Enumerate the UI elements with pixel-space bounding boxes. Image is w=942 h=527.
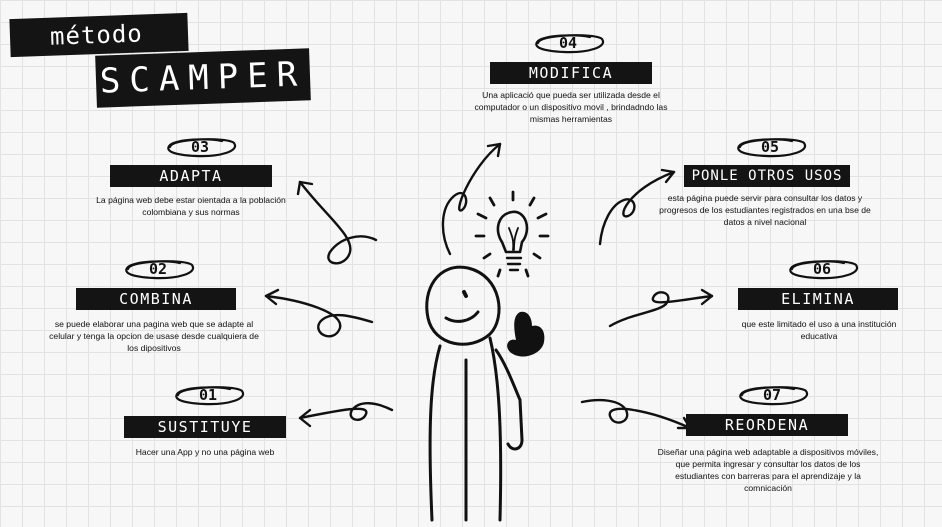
step-number-01: 01	[176, 386, 240, 404]
step-description-modifica: Una aplicació que pueda ser utilizada de…	[460, 89, 682, 125]
step-number-07: 07	[740, 386, 804, 404]
step-label-adapta: ADAPTA	[110, 165, 272, 187]
step-label-sustituye: SUSTITUYE	[124, 416, 286, 438]
step-label-combina: COMBINA	[76, 288, 236, 310]
step-description-elimina: que este limitado el uso a una instituci…	[726, 318, 912, 342]
step-description-combina: se puede elaborar una pagina web que se …	[44, 318, 264, 354]
step-description-reordena: Diseñar una página web adaptable a dispo…	[656, 446, 880, 494]
step-number-04: 04	[536, 34, 600, 52]
step-description-ponle-otros-usos: esta página puede servir para consultar …	[654, 192, 876, 228]
step-description-sustituye: Hacer una App y no una página web	[100, 446, 310, 458]
step-number-05: 05	[738, 138, 802, 156]
step-label-ponle-otros-usos: PONLE OTROS USOS	[684, 165, 850, 187]
step-label-reordena: REORDENA	[686, 414, 848, 436]
step-number-03: 03	[168, 138, 232, 156]
step-number-02: 02	[126, 260, 190, 278]
step-number-06: 06	[790, 260, 854, 278]
step-label-elimina: ELIMINA	[738, 288, 898, 310]
step-label-modifica: MODIFICA	[490, 62, 652, 84]
step-description-adapta: La página web debe estar oientada a la p…	[96, 194, 286, 218]
